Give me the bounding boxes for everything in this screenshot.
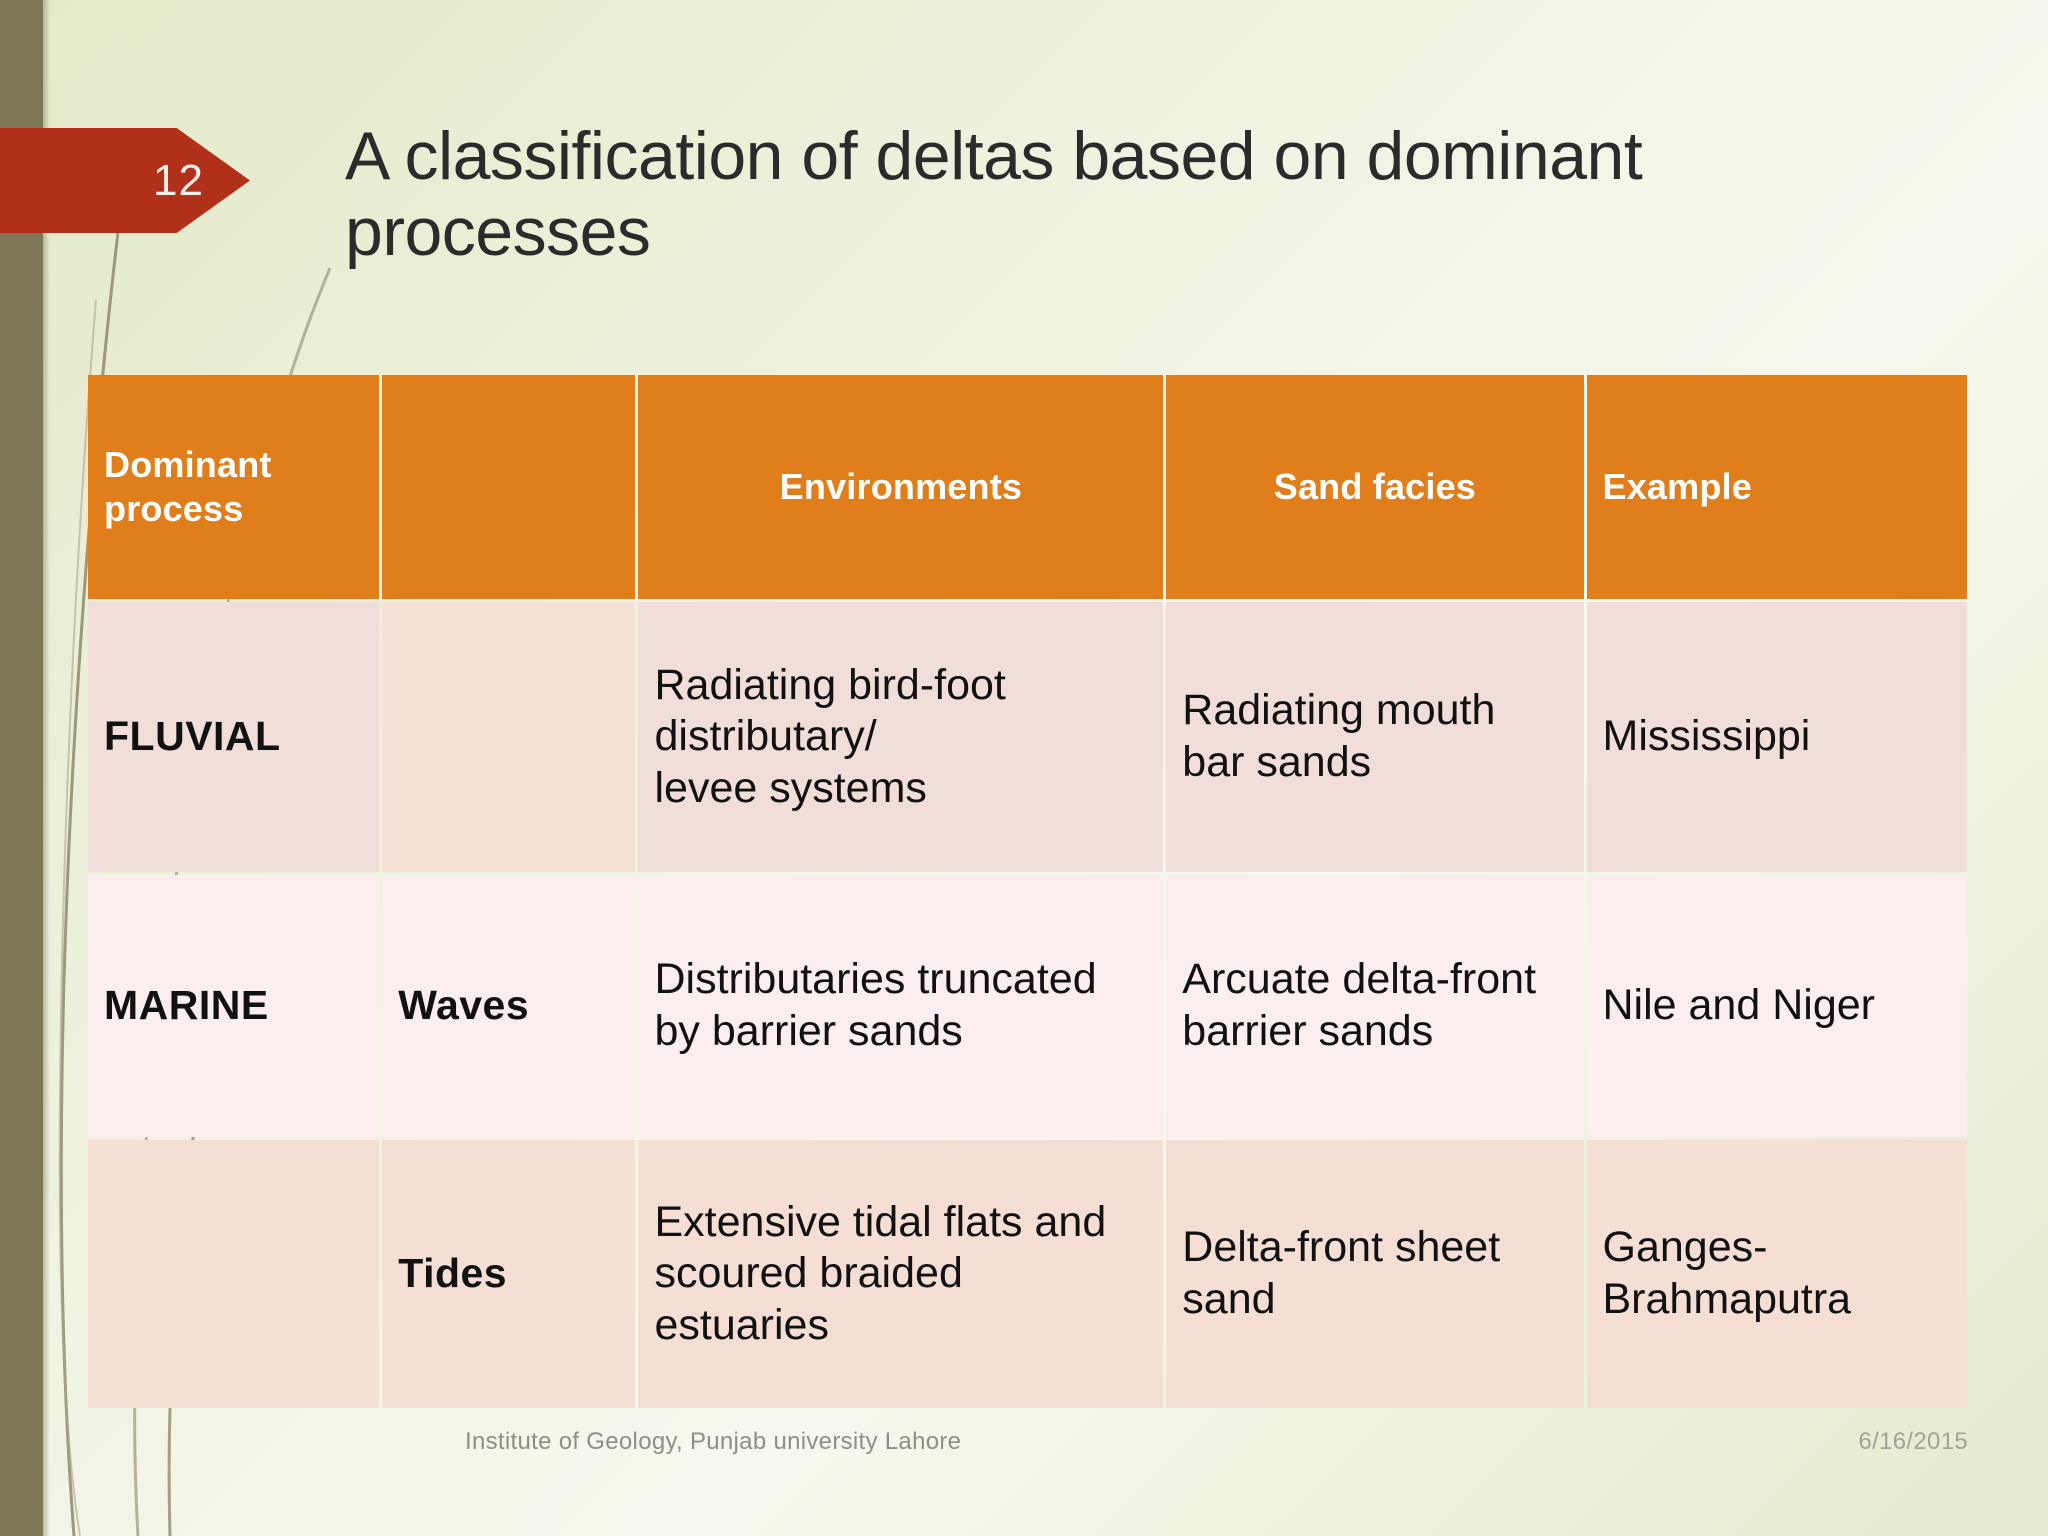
cell-environments: Distributaries truncated by barrier sand… bbox=[638, 875, 1164, 1137]
table-row: FLUVIAL Radiating bird-foot distributary… bbox=[88, 602, 1967, 872]
table-row: Tides Extensive tidal flats and scoured … bbox=[88, 1140, 1967, 1408]
column-header-environments: Environments bbox=[638, 375, 1164, 599]
column-header-dominant-process: Dominant process bbox=[88, 375, 380, 599]
cell-sub-process: Waves bbox=[382, 875, 636, 1137]
cell-example: Mississippi bbox=[1586, 602, 1967, 872]
column-header-sand-facies: Sand facies bbox=[1166, 375, 1584, 599]
cell-sand-facies: Radiating mouth bar sands bbox=[1166, 602, 1584, 872]
footer-date: 6/16/2015 bbox=[1858, 1428, 1968, 1455]
left-olive-band bbox=[0, 0, 43, 1536]
footer-organization: Institute of Geology, Punjab university … bbox=[465, 1428, 962, 1455]
cell-dominant-process: FLUVIAL bbox=[88, 602, 380, 872]
table-row: MARINE Waves Distributaries truncated by… bbox=[88, 875, 1967, 1137]
column-header-sub-process bbox=[382, 375, 636, 599]
cell-environments: Extensive tidal flats and scoured braide… bbox=[638, 1140, 1164, 1408]
slide-number-badge: 12 bbox=[0, 128, 250, 233]
cell-sub-process bbox=[382, 602, 636, 872]
cell-dominant-process: MARINE bbox=[88, 875, 380, 1137]
slide-number: 12 bbox=[153, 155, 204, 205]
cell-dominant-process bbox=[88, 1140, 380, 1408]
delta-classification-table: Dominant process Environments Sand facie… bbox=[85, 372, 1970, 1411]
cell-sand-facies: Delta-front sheet sand bbox=[1166, 1140, 1584, 1408]
cell-sub-process: Tides bbox=[382, 1140, 636, 1408]
left-band-shadow bbox=[43, 0, 50, 1536]
table-header-row: Dominant process Environments Sand facie… bbox=[88, 375, 1967, 599]
cell-example: Ganges-Brahmaputra bbox=[1586, 1140, 1967, 1408]
cell-sand-facies: Arcuate delta-front barrier sands bbox=[1166, 875, 1584, 1137]
cell-environments: Radiating bird-foot distributary/ levee … bbox=[638, 602, 1164, 872]
cell-example: Nile and Niger bbox=[1586, 875, 1967, 1137]
column-header-example: Example bbox=[1586, 375, 1967, 599]
page-title: A classification of deltas based on domi… bbox=[345, 118, 1643, 271]
